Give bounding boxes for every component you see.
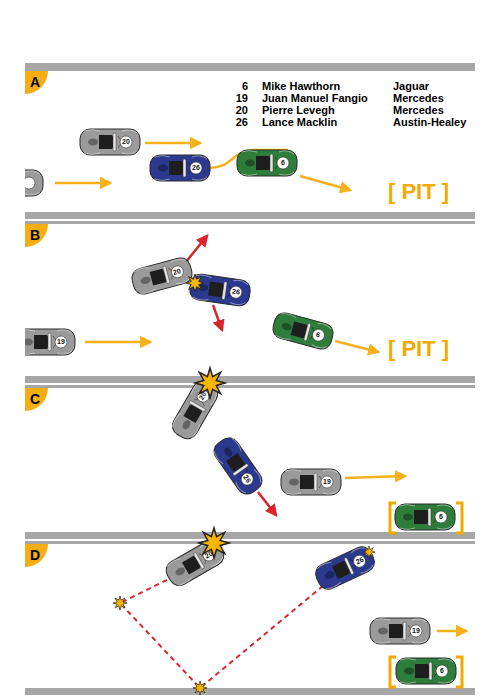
car-number: 6: [434, 512, 448, 522]
impact-star: [113, 274, 375, 695]
car-number: 6: [276, 158, 290, 168]
key-entry: Mike Hawthorn: [262, 80, 340, 92]
debris-path: [120, 576, 330, 688]
key-entry: Austin-Healey: [393, 116, 466, 128]
key-entry: Mercedes: [393, 104, 444, 116]
car-number: 26: [218, 116, 248, 128]
panel-tab: [25, 71, 48, 567]
car-number: 26: [351, 554, 368, 569]
car-number: 20: [218, 104, 248, 116]
car-number: 19: [409, 626, 423, 636]
panel-letter: B: [30, 227, 40, 243]
pit-label: [ PIT ]: [388, 336, 449, 362]
car-number: 26: [189, 163, 203, 173]
pit-label: [ PIT ]: [388, 179, 449, 205]
car-number: 20: [119, 137, 133, 147]
car-number: 19: [218, 92, 248, 104]
panel-letter: C: [30, 391, 40, 407]
car-number: 6: [435, 666, 449, 676]
car-number: 19: [54, 337, 68, 347]
panel-letter: A: [30, 74, 40, 90]
key-entry: Jaguar: [393, 80, 429, 92]
key-entry: Juan Manuel Fangio: [262, 92, 368, 104]
track-barrier: [25, 63, 475, 695]
pit-bracket: [390, 503, 462, 687]
impact-arrow: [185, 236, 276, 515]
car-number: 6: [218, 80, 248, 92]
car-number: 20: [200, 547, 217, 563]
car-number: 6: [310, 328, 326, 341]
key-entry: Pierre Levegh: [262, 104, 335, 116]
panel-letter: D: [30, 547, 40, 563]
key-entry: Mercedes: [393, 92, 444, 104]
car-number: 20: [169, 265, 185, 278]
motion-arrow: [55, 143, 466, 631]
car-number: 19: [320, 477, 334, 487]
car-number: 26: [228, 286, 243, 298]
car-number: 26: [239, 470, 255, 487]
race-car: [25, 129, 456, 684]
car-number: 20: [195, 388, 211, 405]
key-entry: Lance Macklin: [262, 116, 337, 128]
